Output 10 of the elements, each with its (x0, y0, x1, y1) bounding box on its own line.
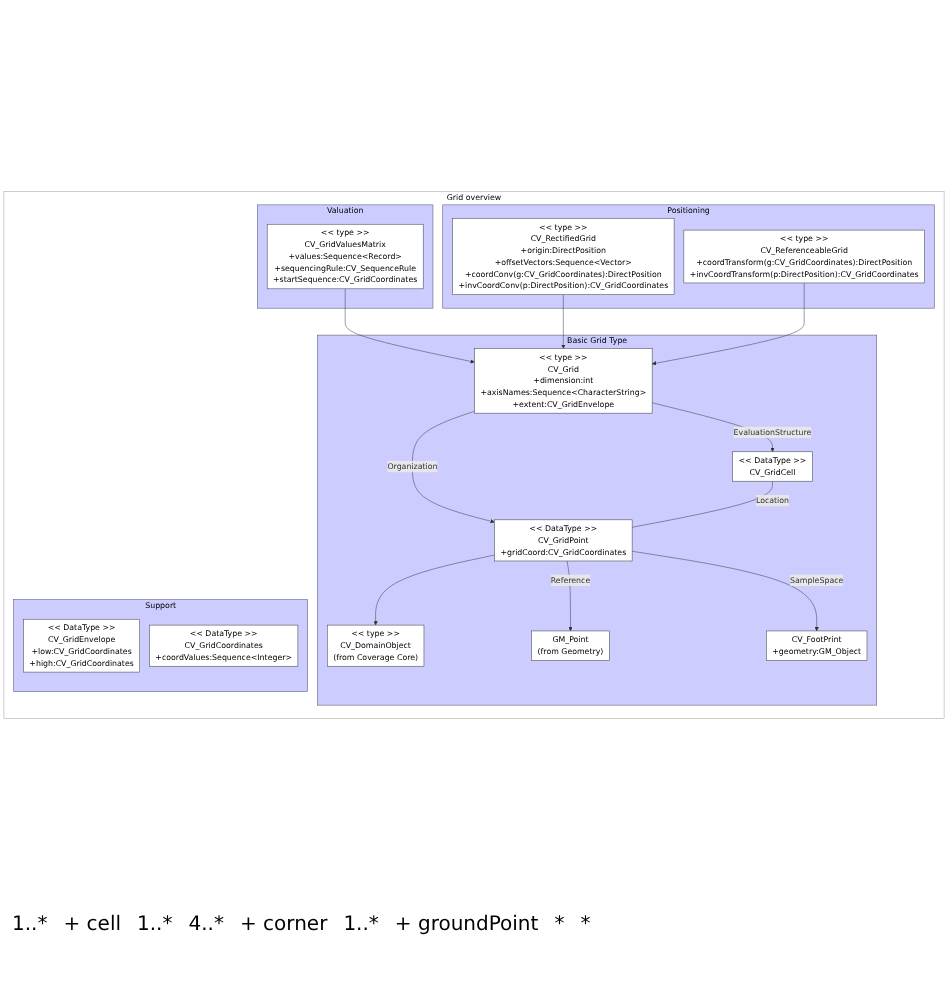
multiplicity-label: * (554, 914, 565, 936)
multiplicity-label: 4..* (188, 914, 224, 936)
multiplicity-label: + corner (239, 914, 328, 936)
multiplicity-label: * (580, 914, 591, 936)
multiplicity-label: 1..* (343, 914, 379, 936)
multiplicity-label: 1..* (137, 914, 173, 936)
multiplicity-label: 1..* (12, 914, 48, 936)
multiplicity-label: + cell (63, 914, 121, 936)
connector (631, 480, 773, 528)
multiplicity-label: + groundPoint (394, 914, 539, 936)
